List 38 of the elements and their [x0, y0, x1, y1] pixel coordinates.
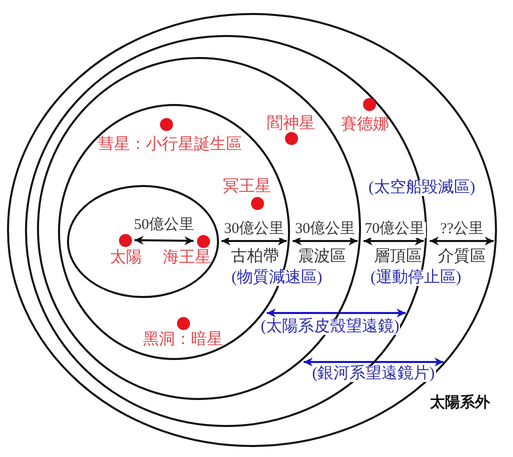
annotation: (太空船毀滅區) [368, 180, 476, 196]
edge-label: (銀河系望遠鏡片) [311, 366, 436, 382]
double-arrow [292, 236, 358, 246]
planet-label: 太陽 [110, 250, 142, 266]
annotation: (運動停止區) [370, 270, 462, 286]
double-arrow [430, 236, 494, 246]
double-arrow [134, 236, 194, 246]
planet-label: 海王星 [163, 250, 211, 266]
annotation: (物質減速區) [230, 270, 324, 286]
edge-label: 70億公里 [364, 222, 426, 238]
planet-dot [284, 132, 298, 144]
planet-dot [196, 234, 210, 248]
planet-dot [118, 234, 132, 246]
planet-dot [176, 316, 190, 330]
zone-label: 介質區 [438, 248, 486, 266]
edge-label: 50億公里 [133, 218, 195, 234]
planet-dot [160, 118, 172, 130]
edge-label: (太陽系皮殼望遠鏡) [260, 318, 400, 336]
double-arrow [222, 236, 287, 246]
planet-label: 彗星：小行星誕生區 [98, 136, 242, 154]
edge-label: 30億公里 [223, 222, 286, 238]
region-label: 太陽系外 [430, 396, 490, 412]
planet-dot [362, 98, 376, 110]
double-arrow [266, 308, 406, 318]
planet-label: 黑洞：暗星 [143, 332, 223, 348]
double-arrow [304, 358, 444, 366]
zone-label: 震波區 [298, 248, 346, 266]
edge-label: 30億公里 [294, 222, 356, 238]
double-arrow [364, 236, 424, 246]
planet-label: 賽德娜 [341, 116, 389, 134]
planet-label: 冥王星 [223, 178, 271, 196]
zone-label: 層頂區 [374, 248, 422, 266]
planet-label: 閻神星 [267, 116, 315, 132]
zone-ellipse [66, 185, 218, 298]
zone-ellipse [7, 13, 497, 447]
planet-dot [250, 196, 264, 210]
edge-label: ??公里 [439, 222, 485, 238]
zone-label: 古柏帶 [231, 248, 279, 266]
